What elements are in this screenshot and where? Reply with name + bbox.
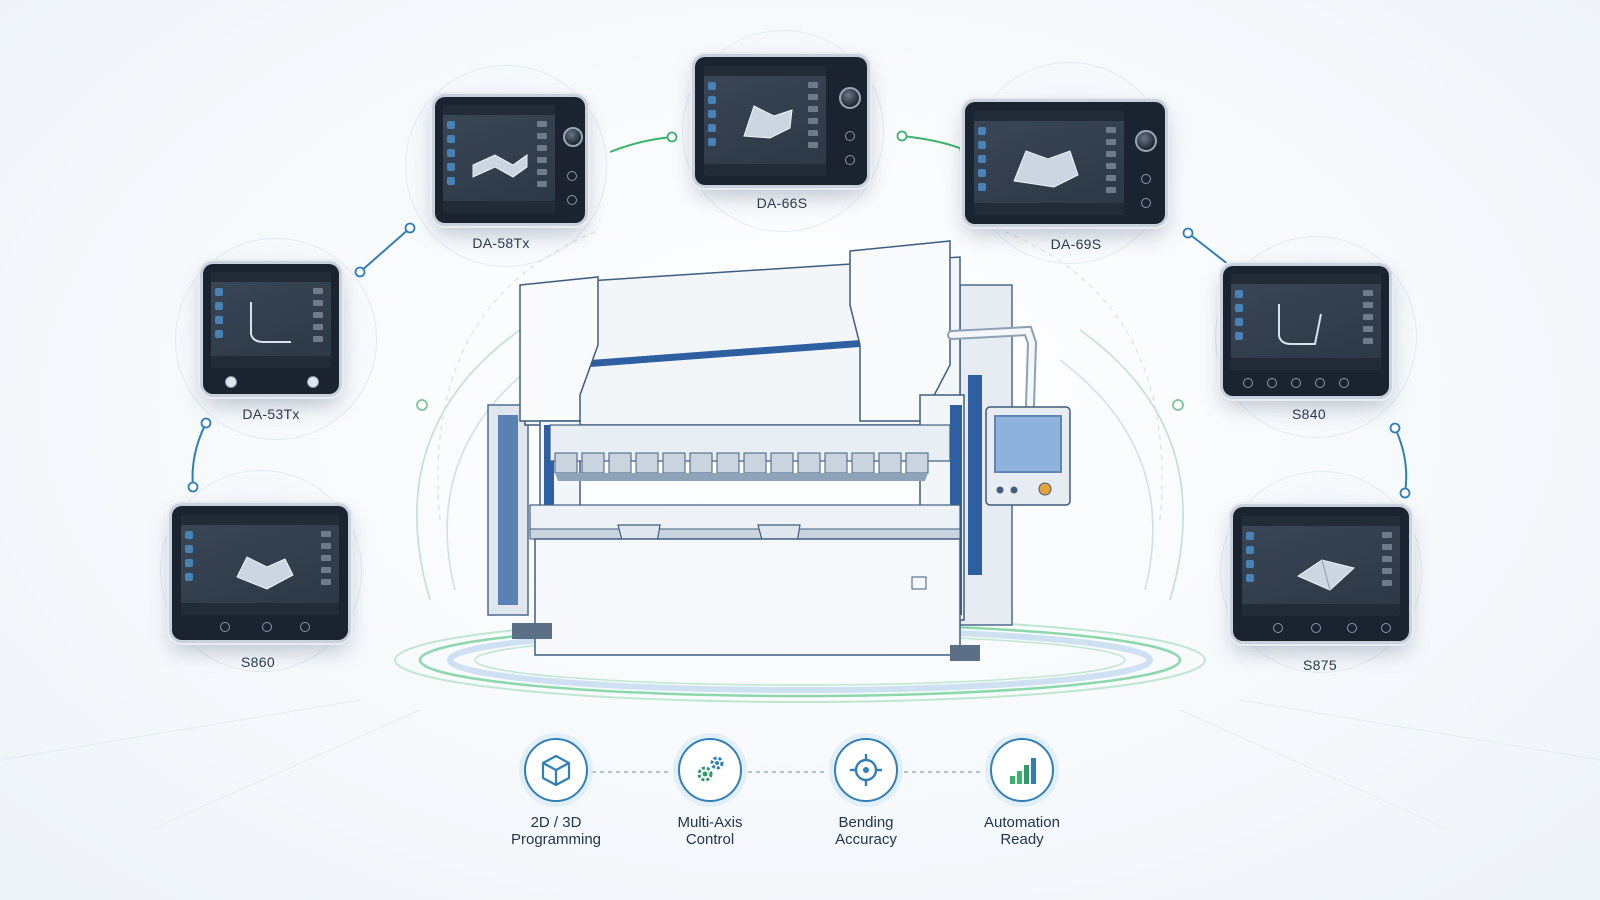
press-brake-machine [487, 240, 1071, 661]
monitor-label: S875 [1303, 657, 1337, 673]
feature-label-line1: Multi-Axis [677, 814, 743, 831]
monitor-s840[interactable]: S840 [1205, 236, 1425, 440]
feature-label-line1: Automation [984, 814, 1060, 831]
bend-profile-icon [1278, 304, 1322, 345]
controller-device [965, 102, 1165, 224]
controller-device [695, 57, 867, 185]
feature-2d-3d-programming: 2D / 3D Programming [476, 738, 636, 848]
controller-screen [211, 272, 331, 368]
feature-label-line2: Ready [1000, 831, 1044, 848]
controller-screen [181, 515, 339, 615]
monitor-da58tx[interactable]: DA-58Tx [405, 65, 607, 267]
controller-screen [704, 66, 826, 176]
controller-device [1233, 507, 1409, 641]
monitor-label: DA-66S [756, 195, 808, 211]
controller-screen [1242, 516, 1400, 616]
monitor-label: DA-53Tx [242, 406, 300, 422]
cube-icon [524, 738, 588, 802]
feature-label-line2: Control [685, 831, 735, 848]
sheet-3d-icon [1013, 150, 1079, 188]
crosshair-icon [834, 738, 898, 802]
monitor-da69s[interactable]: DA-69S [950, 62, 1180, 264]
feature-multi-axis-control: Multi-Axis Control [630, 738, 790, 848]
gears-icon [678, 738, 742, 802]
monitor-s875[interactable]: S875 [1205, 471, 1435, 695]
sheet-3d-icon [743, 105, 793, 139]
monitor-label: DA-69S [1050, 236, 1102, 252]
monitor-da53tx[interactable]: DA-53Tx [175, 238, 377, 440]
control-knob [1135, 130, 1157, 152]
control-knob [563, 127, 583, 147]
monitor-s860[interactable]: S860 [150, 470, 370, 690]
control-knob [839, 87, 861, 109]
feature-label-line2: Programming [510, 831, 602, 848]
feature-label-line2: Accuracy [835, 831, 897, 848]
controller-device [172, 506, 348, 640]
feature-automation-ready: Automation Ready [942, 738, 1102, 848]
feature-label-line1: Bending [838, 814, 894, 831]
monitor-label: DA-58Tx [472, 235, 530, 251]
monitor-da66s[interactable]: DA-66S [672, 30, 892, 232]
sheet-3d-icon [472, 154, 528, 178]
bend-profile-icon [250, 302, 291, 343]
controller-device [435, 97, 585, 223]
feature-label-line1: 2D / 3D [530, 814, 582, 831]
feature-bending-accuracy: Bending Accuracy [786, 738, 946, 848]
controller-screen [1231, 274, 1381, 370]
sheet-3d-icon [236, 556, 294, 590]
monitor-label: S860 [241, 654, 275, 670]
controller-device [1223, 266, 1389, 396]
monitor-label: S840 [1292, 406, 1326, 422]
bar-chart-icon [990, 738, 1054, 802]
controller-screen [443, 105, 555, 213]
controller-screen [974, 111, 1124, 215]
controller-device [203, 264, 339, 394]
sheet-3d-icon [1296, 559, 1356, 591]
